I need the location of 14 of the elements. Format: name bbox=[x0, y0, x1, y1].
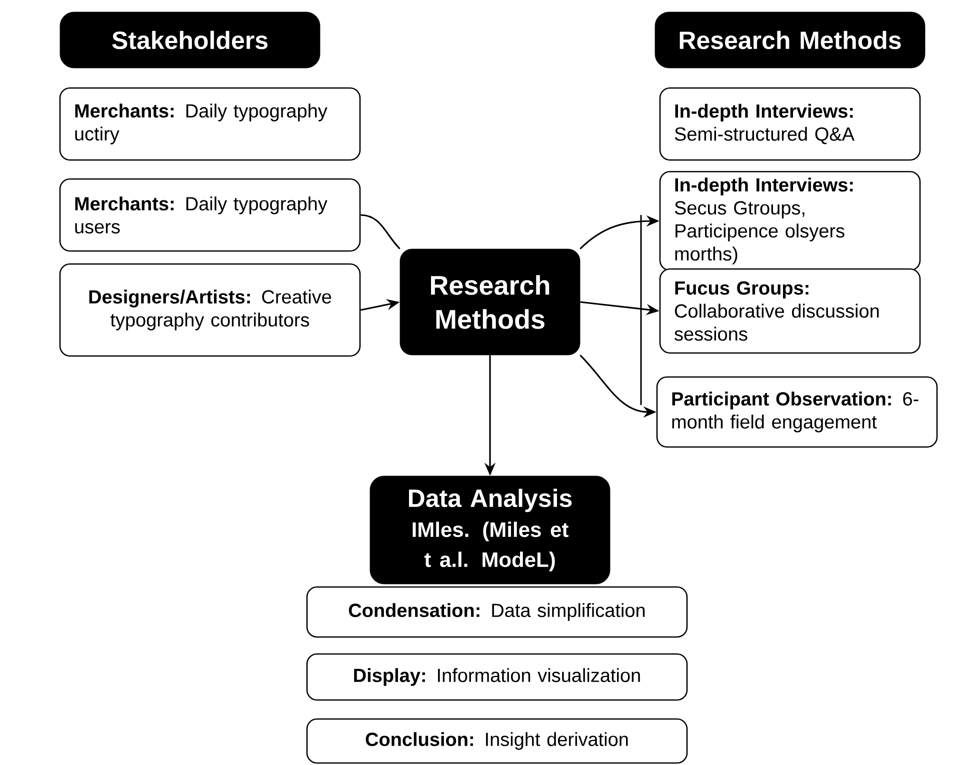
step-box: Conclusion: Insight derivation bbox=[306, 718, 688, 764]
method-box: In-depth Interviews: Semi-structured Q&A bbox=[659, 87, 921, 161]
method-box: Participant Observation: 6-month field engagement bbox=[656, 376, 938, 448]
method-box: Fucus Groups: Collaborative discussion sessions bbox=[659, 268, 921, 354]
heading-box: Stakeholders bbox=[60, 12, 320, 68]
heading-box: Research Methods bbox=[654, 12, 926, 68]
stakeholder-box: Designers/Artists: Creative typography contributors bbox=[59, 263, 361, 357]
analysis-box: Data Analysis IMles. (Miles et t a.l. ModeL) bbox=[370, 476, 610, 584]
center-box: Research Methods bbox=[400, 248, 580, 356]
method-box: In-depth Interviews: Secus Gtroups, Participence olsyers morths) bbox=[659, 171, 921, 271]
step-box: Display: Information visualization bbox=[306, 653, 688, 701]
stakeholder-box: Merchants: Daily typography users bbox=[59, 178, 361, 252]
stakeholder-box: Merchants: Daily typography uctiry bbox=[59, 87, 361, 161]
step-box: Condensation: Data simplification bbox=[306, 586, 688, 638]
